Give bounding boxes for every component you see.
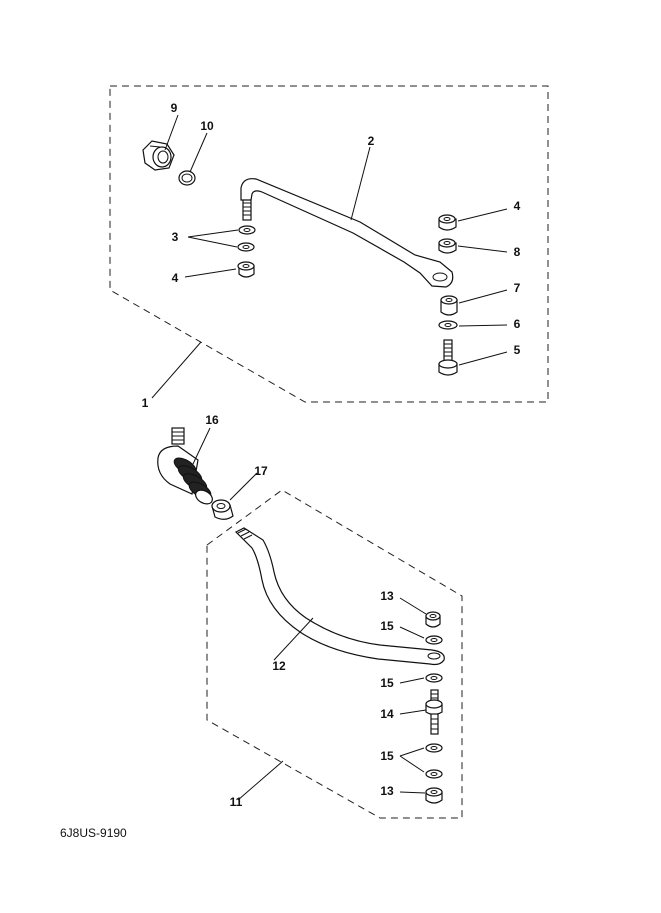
callout-7: 7 bbox=[514, 281, 521, 295]
nut-part-4-right bbox=[438, 214, 457, 231]
joint-boot-part-16 bbox=[157, 427, 213, 505]
bushing-part-7 bbox=[440, 295, 458, 316]
group-boundary-lower bbox=[206, 489, 463, 819]
callout-6: 6 bbox=[514, 317, 521, 331]
callout-10: 10 bbox=[200, 119, 214, 133]
callout-13-lower: 13 bbox=[380, 784, 394, 798]
callout-15-middle: 15 bbox=[380, 676, 394, 690]
washer-part-15-lower bbox=[425, 743, 443, 779]
callout-11: 11 bbox=[230, 795, 243, 809]
bolt-part-5 bbox=[438, 339, 458, 376]
collar-part-8 bbox=[438, 238, 457, 254]
callout-15-lower: 15 bbox=[380, 749, 394, 763]
callout-2: 2 bbox=[368, 134, 375, 148]
callout-1: 1 bbox=[142, 396, 149, 410]
nut-part-13-upper bbox=[425, 611, 441, 628]
callout-3: 3 bbox=[172, 230, 179, 244]
nut-part-9 bbox=[142, 140, 175, 171]
callout-17: 17 bbox=[254, 464, 268, 478]
stud-part-14 bbox=[425, 689, 443, 735]
shift-rod-part-12 bbox=[234, 527, 445, 666]
group-boundary-upper bbox=[109, 85, 549, 403]
leader-lines bbox=[151, 114, 508, 801]
callout-15-upper: 15 bbox=[380, 619, 394, 633]
callout-16: 16 bbox=[205, 413, 219, 427]
callout-8: 8 bbox=[514, 245, 521, 259]
bushing-part-17 bbox=[211, 499, 234, 520]
diagram-code: 6J8US-9190 bbox=[60, 826, 127, 840]
nut-part-13-lower bbox=[425, 787, 443, 804]
callout-9: 9 bbox=[171, 101, 178, 115]
callout-13-upper: 13 bbox=[380, 589, 394, 603]
callout-5: 5 bbox=[514, 343, 521, 357]
callout-12: 12 bbox=[272, 659, 286, 673]
callout-14: 14 bbox=[380, 707, 394, 721]
washer-part-15-upper bbox=[425, 635, 443, 645]
washer-part-3 bbox=[237, 225, 256, 252]
nut-part-4-left bbox=[237, 261, 255, 278]
shift-rod-part-2 bbox=[240, 178, 454, 288]
o-ring-part-10 bbox=[178, 170, 196, 186]
washer-part-6 bbox=[438, 320, 458, 330]
callout-4-right: 4 bbox=[514, 199, 521, 213]
washer-part-15-middle bbox=[425, 673, 443, 683]
callout-4-left: 4 bbox=[172, 271, 179, 285]
